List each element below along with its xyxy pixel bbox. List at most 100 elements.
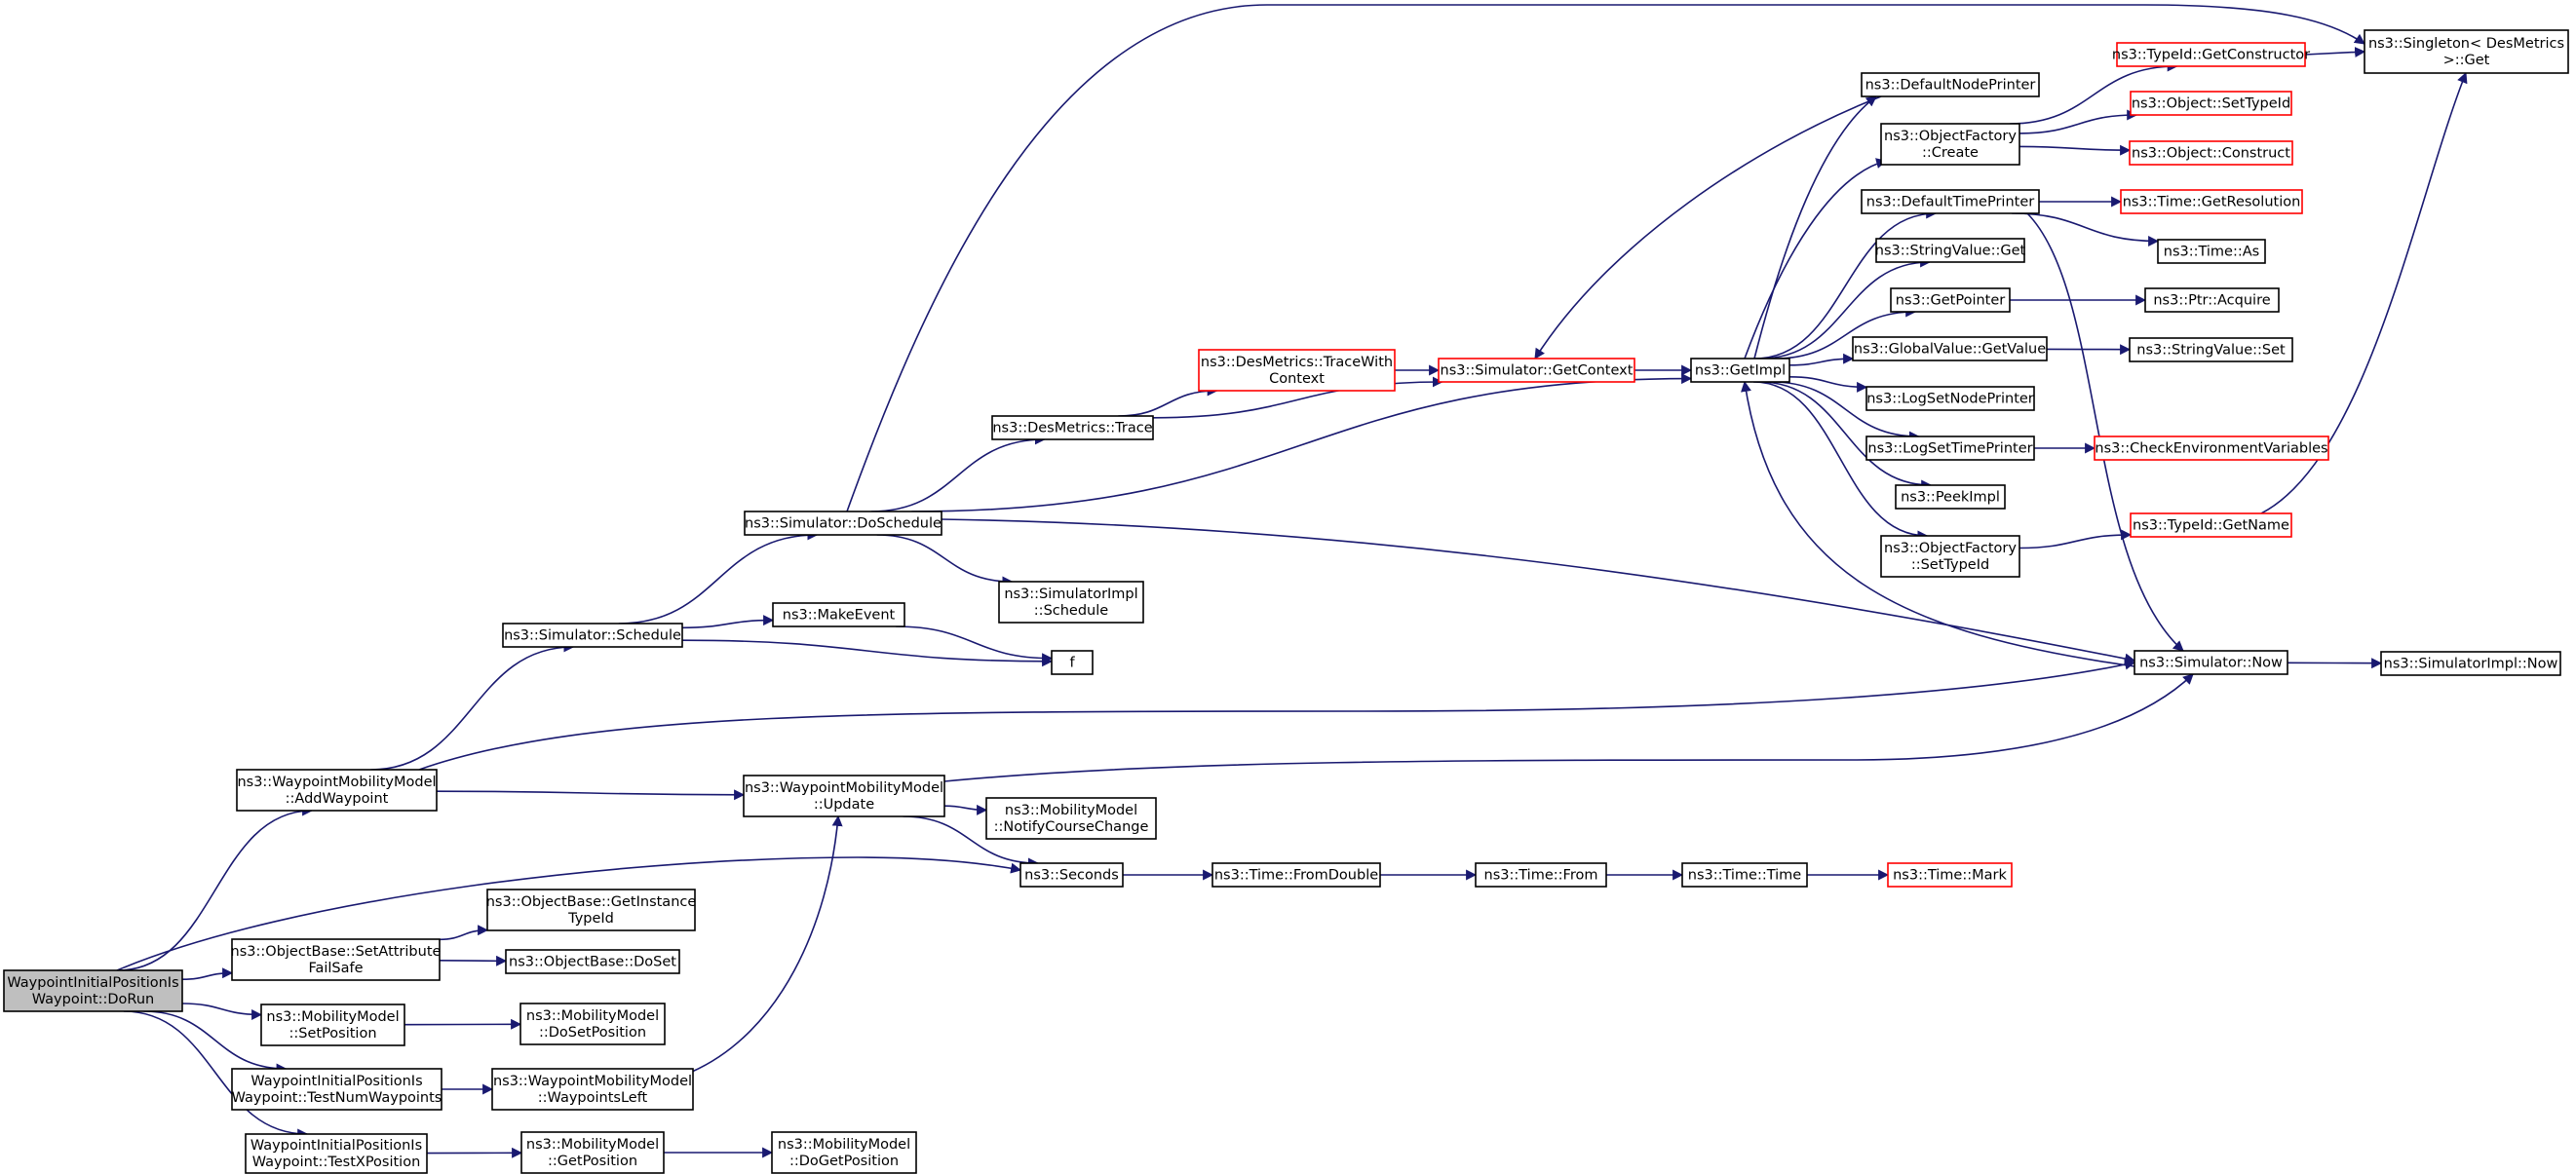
- function-node-getConstructor[interactable]: ns3::TypeId::GetConstructor: [2112, 42, 2310, 67]
- function-node-timeAs[interactable]: ns3::Time::As: [2157, 239, 2266, 264]
- function-node-getContext[interactable]: ns3::Simulator::GetContext: [1438, 358, 1635, 383]
- function-node-makeEvent[interactable]: ns3::MakeEvent: [772, 602, 905, 627]
- function-node-stringValueGet[interactable]: ns3::StringValue::Get: [1875, 238, 2026, 263]
- node-label-line: ::GetPosition: [548, 1154, 637, 1169]
- call-edge-doSchedule-to-desTrace: [870, 434, 1046, 512]
- call-arrow: [1752, 381, 1929, 542]
- function-node-mmDoSetPosition[interactable]: ns3::MobilityModel::DoSetPosition: [519, 1003, 666, 1045]
- call-arrow: [681, 639, 1054, 667]
- function-node-objectBaseDoSet[interactable]: ns3::ObjectBase::DoSet: [505, 949, 680, 974]
- node-label-line: ns3::Simulator::Schedule: [504, 628, 681, 644]
- function-node-simSchedule[interactable]: ns3::Simulator::Schedule: [502, 623, 683, 648]
- call-edge-getImpl-to-logSetTimePrinter: [1771, 381, 1920, 442]
- function-node-defaultNodePrinter[interactable]: ns3::DefaultNodePrinter: [1861, 72, 2040, 97]
- node-label-line: ::Create: [1922, 145, 1979, 161]
- function-node-timeMark[interactable]: ns3::Time::Mark: [1887, 862, 2013, 888]
- function-node-timeTime[interactable]: ns3::Time::Time: [1681, 862, 1808, 888]
- node-label-line: ns3::Singleton< DesMetrics: [2368, 36, 2564, 52]
- function-node-doSchedule[interactable]: ns3::Simulator::DoSchedule: [744, 511, 942, 536]
- node-label-line: ::DoGetPosition: [789, 1154, 899, 1169]
- function-node-stringValueSet[interactable]: ns3::StringValue::Set: [2129, 337, 2293, 362]
- node-label-line: ns3::MobilityModel: [526, 1137, 659, 1153]
- function-node-objFactorySetTypeId[interactable]: ns3::ObjectFactory::SetTypeId: [1880, 535, 2020, 578]
- call-arrow: [846, 4, 2365, 512]
- call-edge-root-to-seconds: [116, 856, 1022, 971]
- node-box: [991, 415, 1154, 440]
- node-label-line: Waypoint::TestXPosition: [252, 1155, 421, 1170]
- node-label-line: ns3::GetImpl: [1695, 363, 1786, 379]
- call-edge-getImpl-to-logSetNodePrinter: [1788, 376, 1868, 393]
- node-label-line: TypeId: [567, 911, 614, 927]
- function-node-simImplSchedule[interactable]: ns3::SimulatorImpl::Schedule: [998, 581, 1144, 624]
- function-node-simImplNow[interactable]: ns3::SimulatorImpl::Now: [2380, 651, 2561, 676]
- call-arrow: [2019, 109, 2138, 134]
- function-node-mmGetPosition[interactable]: ns3::MobilityModel::GetPosition: [520, 1131, 665, 1174]
- function-node-timeFrom[interactable]: ns3::Time::From: [1475, 862, 1607, 888]
- call-arrow: [436, 789, 746, 801]
- node-box: [2120, 189, 2303, 214]
- node-box: [1861, 189, 2040, 214]
- function-node-typeIdGetName[interactable]: ns3::TypeId::GetName: [2130, 512, 2292, 538]
- node-label-line: WaypointInitialPositionIs: [250, 1074, 422, 1089]
- function-node-objectConstruct[interactable]: ns3::Object::Construct: [2129, 140, 2293, 166]
- call-edges: [116, 4, 2468, 1158]
- node-label-line: ns3::GlobalValue::GetValue: [1854, 342, 2046, 358]
- function-node-desTrace[interactable]: ns3::DesMetrics::Trace: [991, 415, 1154, 440]
- call-edge-defaultNodePrinter-to-getContext: [1534, 95, 1882, 360]
- function-node-objFactoryCreate[interactable]: ns3::ObjectFactory::Create: [1880, 123, 2020, 166]
- function-node-ptrAcquire[interactable]: ns3::Ptr::Acquire: [2144, 287, 2280, 313]
- call-edge-getImpl-to-objFactoryCreate: [1744, 158, 1888, 360]
- node-label-line: ns3::DefaultTimePrinter: [1866, 195, 2034, 210]
- call-arrow: [2019, 144, 2132, 156]
- node-label-line: ::WaypointsLeft: [538, 1090, 648, 1106]
- function-node-fromDouble[interactable]: ns3::Time::FromDouble: [1211, 862, 1381, 888]
- function-node-peekImpl[interactable]: ns3::PeekImpl: [1895, 484, 2006, 510]
- node-box: [1198, 349, 1396, 392]
- call-edge-root-to-testXPosition: [123, 1010, 309, 1140]
- function-node-testXPosition[interactable]: WaypointInitialPositionIsWaypoint::TestX…: [245, 1133, 428, 1174]
- node-label-line: ns3::TypeId::GetName: [2133, 518, 2289, 534]
- function-node-addWaypoint[interactable]: ns3::WaypointMobilityModel::AddWaypoint: [236, 769, 438, 812]
- function-node-f[interactable]: f: [1051, 650, 1094, 675]
- function-node-timeGetResolution[interactable]: ns3::Time::GetResolution: [2120, 189, 2303, 214]
- function-node-checkEnvVars[interactable]: ns3::CheckEnvironmentVariables: [2094, 436, 2329, 461]
- function-node-simNow[interactable]: ns3::Simulator::Now: [2134, 650, 2288, 675]
- function-node-logSetNodePrinter[interactable]: ns3::LogSetNodePrinter: [1865, 386, 2035, 411]
- node-box: [3, 969, 183, 1012]
- call-edge-getImpl-to-defaultNodePrinter: [1753, 95, 1877, 360]
- call-edge-simSchedule-to-doSchedule: [618, 529, 819, 625]
- call-edge-root-to-addWaypoint: [117, 805, 314, 971]
- node-label-line: >::Get: [2443, 53, 2490, 68]
- function-node-mmDoGetPosition[interactable]: ns3::MobilityModel::DoGetPosition: [771, 1131, 917, 1174]
- function-node-wmmUpdate[interactable]: ns3::WaypointMobilityModel::Update: [743, 775, 945, 817]
- call-edge-objFactoryCreate-to-objectSetTypeId: [2019, 109, 2138, 134]
- call-edge-simSchedule-to-f: [681, 639, 1054, 667]
- function-node-notifyCourseChange[interactable]: ns3::MobilityModel::NotifyCourseChange: [985, 797, 1157, 840]
- function-node-singletonGet[interactable]: ns3::Singleton< DesMetrics >::Get: [2364, 29, 2569, 74]
- function-node-mmSetPosition[interactable]: ns3::MobilityModel::SetPosition: [260, 1004, 405, 1046]
- node-box: [2364, 29, 2569, 74]
- node-label-line: ns3::StringValue::Set: [2136, 343, 2286, 359]
- function-node-waypointsLeft[interactable]: ns3::WaypointMobilityModel::WaypointsLef…: [491, 1068, 694, 1111]
- node-box: [1887, 862, 2013, 888]
- function-node-seconds[interactable]: ns3::Seconds: [1019, 862, 1124, 888]
- function-node-logSetTimePrinter[interactable]: ns3::LogSetTimePrinter: [1865, 436, 2035, 461]
- node-label-line: ns3::LogSetNodePrinter: [1866, 392, 2034, 407]
- function-node-objectSetTypeId[interactable]: ns3::Object::SetTypeId: [2130, 91, 2292, 116]
- node-label-line: ns3::Time::FromDouble: [1214, 868, 1378, 884]
- node-label-line: ns3::Simulator::GetContext: [1441, 363, 1634, 379]
- function-node-testNumWaypoints[interactable]: WaypointInitialPositionIsWaypoint::TestN…: [231, 1068, 442, 1111]
- function-node-globalValueGetValue[interactable]: ns3::GlobalValue::GetValue: [1852, 336, 2048, 361]
- function-node-defaultTimePrinter[interactable]: ns3::DefaultTimePrinter: [1861, 189, 2040, 214]
- call-edge-defaultTimePrinter-to-simNow: [2026, 212, 2184, 652]
- node-label-line: ns3::Simulator::DoSchedule: [745, 516, 942, 532]
- node-label-line: ::Update: [814, 797, 874, 813]
- node-label-line: FailSafe: [308, 961, 363, 976]
- function-node-getPointer[interactable]: ns3::GetPointer: [1890, 287, 2011, 313]
- node-box: [1865, 386, 2035, 411]
- call-arrow: [1760, 256, 1932, 360]
- function-node-getImpl[interactable]: ns3::GetImpl: [1690, 358, 1790, 383]
